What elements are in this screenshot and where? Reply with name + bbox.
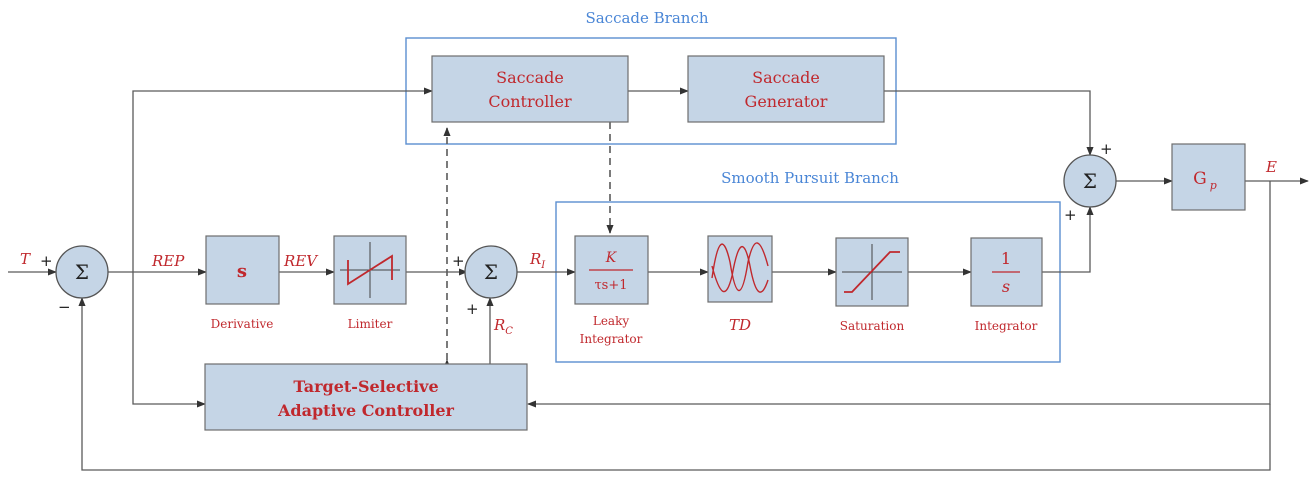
summing-junction-output: Σ (1063, 154, 1117, 208)
sine-wave-icon (711, 242, 769, 293)
adaptive-controller-block: Target-Selective Adaptive Controller (204, 363, 528, 431)
saccade-generator-block: Saccade Generator (687, 55, 885, 123)
saccade-controller-block: Saccade Controller (431, 55, 629, 123)
svg-text:Gp: Gp (1193, 169, 1217, 192)
integrator-numerator: 1 (1001, 249, 1011, 268)
summing-junction-pursuit: Σ (464, 245, 518, 299)
leaky-integrator-caption-line1: Leaky (593, 314, 629, 328)
time-delay-block (707, 235, 773, 303)
leaky-integrator-denominator: τs+1 (594, 278, 627, 293)
leaky-integrator-numerator: K (605, 250, 618, 266)
signal-label-output-e: E (1265, 158, 1277, 176)
saturation-block (835, 237, 909, 307)
saccade-branch-title: Saccade Branch (585, 9, 708, 27)
smooth-pursuit-branch-frame (555, 201, 1061, 363)
time-delay-caption: TD (729, 316, 751, 334)
limiter-caption: Limiter (348, 317, 393, 331)
integrator-denominator: s (1002, 277, 1010, 296)
derivative-transfer-function: s (237, 261, 247, 282)
minus-sign: − (58, 298, 71, 316)
saccade-generator-label-line2: Generator (745, 92, 828, 111)
integrator-caption: Integrator (975, 319, 1038, 333)
plus-sign: + (1100, 140, 1113, 158)
plus-sign: + (1064, 206, 1077, 224)
plus-sign: + (466, 300, 479, 318)
signal-label-rc: R (493, 316, 505, 334)
saccade-controller-label-line2: Controller (488, 92, 572, 111)
signal-label-rev: REV (283, 252, 319, 270)
saturation-curve-icon (842, 244, 902, 300)
plant-label: G (1193, 169, 1207, 189)
adaptive-controller-label-line1: Target-Selective (293, 377, 438, 396)
limiter-block (333, 235, 407, 305)
plus-sign: + (40, 252, 53, 270)
derivative-block: s (205, 235, 280, 305)
saturation-caption: Saturation (840, 319, 905, 333)
leaky-integrator-caption-line2: Integrator (580, 332, 643, 346)
plant-subscript: p (1210, 179, 1217, 192)
plus-sign: + (452, 252, 465, 270)
saccade-controller-label-line1: Saccade (496, 68, 564, 87)
derivative-caption: Derivative (211, 317, 274, 331)
limiter-curve-icon (340, 242, 400, 298)
sum-symbol: Σ (75, 260, 89, 284)
sum-symbol: Σ (484, 260, 498, 284)
svg-text:RC: RC (493, 316, 513, 337)
saccade-generator-label-line1: Saccade (752, 68, 820, 87)
signal-label-ri: R (529, 250, 541, 268)
signal-label-rc-sub: C (505, 326, 513, 337)
svg-text:RI: RI (529, 250, 546, 271)
sum-symbol: Σ (1083, 169, 1097, 193)
signal-label-ri-sub: I (540, 260, 546, 271)
summing-junction-input: Σ (55, 245, 109, 299)
signal-wires (8, 87, 1309, 471)
smooth-pursuit-branch-title: Smooth Pursuit Branch (721, 169, 899, 187)
signal-label-target: T (20, 250, 31, 268)
signal-label-rep: REP (151, 252, 185, 270)
integrator-block: 1 s (970, 237, 1043, 307)
adaptive-controller-label-line2: Adaptive Controller (277, 401, 455, 420)
leaky-integrator-block: K τs+1 (574, 235, 649, 305)
